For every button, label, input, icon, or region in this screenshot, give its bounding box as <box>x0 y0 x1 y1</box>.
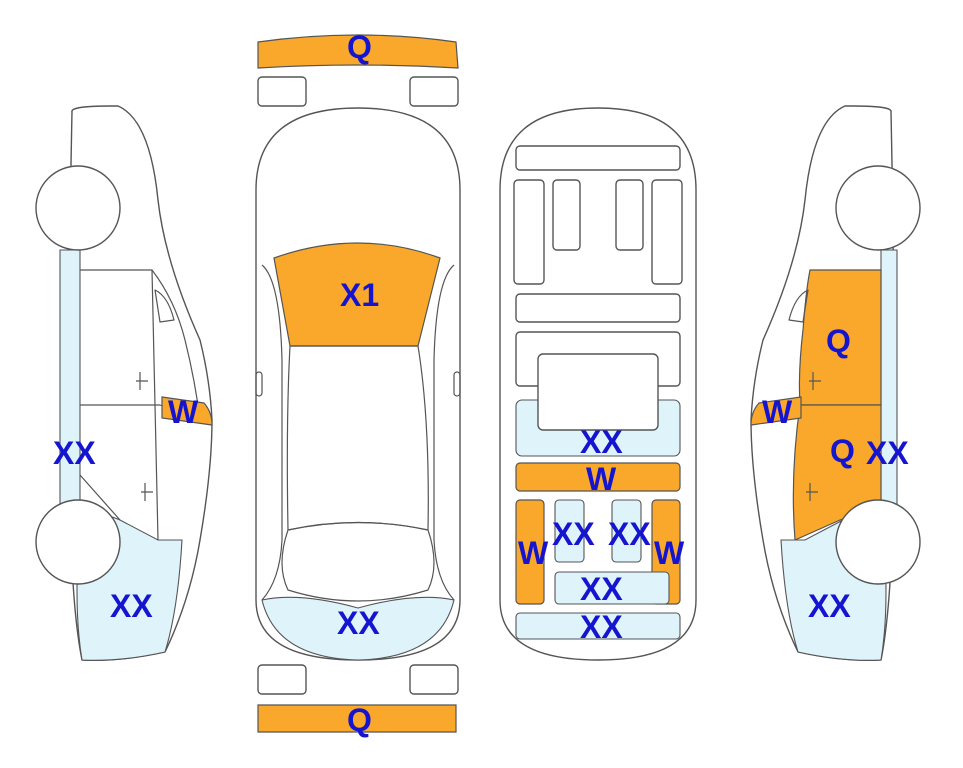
roof-right-rail-label: W <box>654 535 685 571</box>
top-right-side-line <box>433 264 455 601</box>
hood[interactable] <box>273 242 441 347</box>
sunroof[interactable] <box>537 353 659 431</box>
top-rear-window <box>281 521 435 602</box>
top-body[interactable] <box>255 107 461 661</box>
right-rear-quarter-label: XX <box>808 588 851 624</box>
rear-right-light[interactable] <box>409 664 459 695</box>
roof-left-rail-upper[interactable] <box>513 179 545 285</box>
top-left-side-line <box>261 264 283 601</box>
left-mirror-top <box>255 371 263 397</box>
top-view: Q X1 XX Q <box>255 29 461 738</box>
rear-bumper-label: Q <box>347 702 372 738</box>
left-pillar <box>154 289 175 323</box>
left-mirror-label: W <box>168 394 199 430</box>
left-mirror[interactable] <box>161 396 213 426</box>
left-front-wheel[interactable] <box>35 165 121 251</box>
roof-left-rail[interactable] <box>515 499 545 605</box>
right-mirror[interactable] <box>750 396 802 426</box>
roof-right-panel[interactable] <box>611 499 642 563</box>
right-side-view: W Q Q XX XX <box>750 105 921 662</box>
front-bumper-label: Q <box>347 29 372 65</box>
roof-left-inner[interactable] <box>552 179 581 251</box>
right-mirror-label: W <box>762 394 793 430</box>
right-side-label: XX <box>866 435 909 471</box>
right-front-door-label: Q <box>826 323 851 359</box>
roof-rear-bar[interactable] <box>515 462 681 492</box>
roof-top-bar[interactable] <box>515 145 681 171</box>
hood-label: X1 <box>340 277 379 313</box>
roof-view: XX W W W XX XX XX XX <box>499 107 697 661</box>
rear-left-light[interactable] <box>257 664 307 695</box>
trunk-label: XX <box>337 605 380 641</box>
roof-left-panel-label: XX <box>552 516 595 552</box>
right-front-handle <box>809 372 821 390</box>
left-rear-wheel[interactable] <box>35 499 121 585</box>
roof-rear-panel-label: XX <box>580 609 623 645</box>
right-rear-door-label: Q <box>830 433 855 469</box>
roof-left-panel[interactable] <box>554 499 585 563</box>
trunk[interactable] <box>261 596 455 661</box>
roof-rear-bar-label: W <box>586 461 617 497</box>
left-rear-quarter-label: XX <box>110 588 153 624</box>
front-left-light[interactable] <box>257 76 307 107</box>
roof-right-rail-upper[interactable] <box>651 179 683 285</box>
rear-bumper[interactable] <box>257 704 457 733</box>
front-right-light[interactable] <box>409 76 459 107</box>
left-side-label: XX <box>53 435 96 471</box>
roof-right-inner[interactable] <box>615 179 644 251</box>
roof-center-panel[interactable] <box>554 571 670 605</box>
right-pillar <box>788 289 809 323</box>
left-side-view: W XX XX <box>35 105 213 662</box>
front-bumper[interactable] <box>257 34 459 69</box>
roof-rear-panel[interactable] <box>515 612 681 640</box>
right-front-wheel[interactable] <box>835 165 921 251</box>
roof-right-panel-label: XX <box>608 516 651 552</box>
left-window-line <box>80 269 201 421</box>
left-front-handle <box>136 372 148 390</box>
roof-crossbar[interactable] <box>515 293 681 323</box>
right-rear-handle <box>806 483 818 501</box>
right-rear-wheel[interactable] <box>835 499 921 585</box>
right-mirror-top <box>453 371 461 397</box>
roof-front-label: XX <box>580 424 623 460</box>
left-rear-handle <box>141 483 153 501</box>
roof-center-panel-label: XX <box>580 571 623 607</box>
roof-left-rail-label: W <box>518 535 549 571</box>
